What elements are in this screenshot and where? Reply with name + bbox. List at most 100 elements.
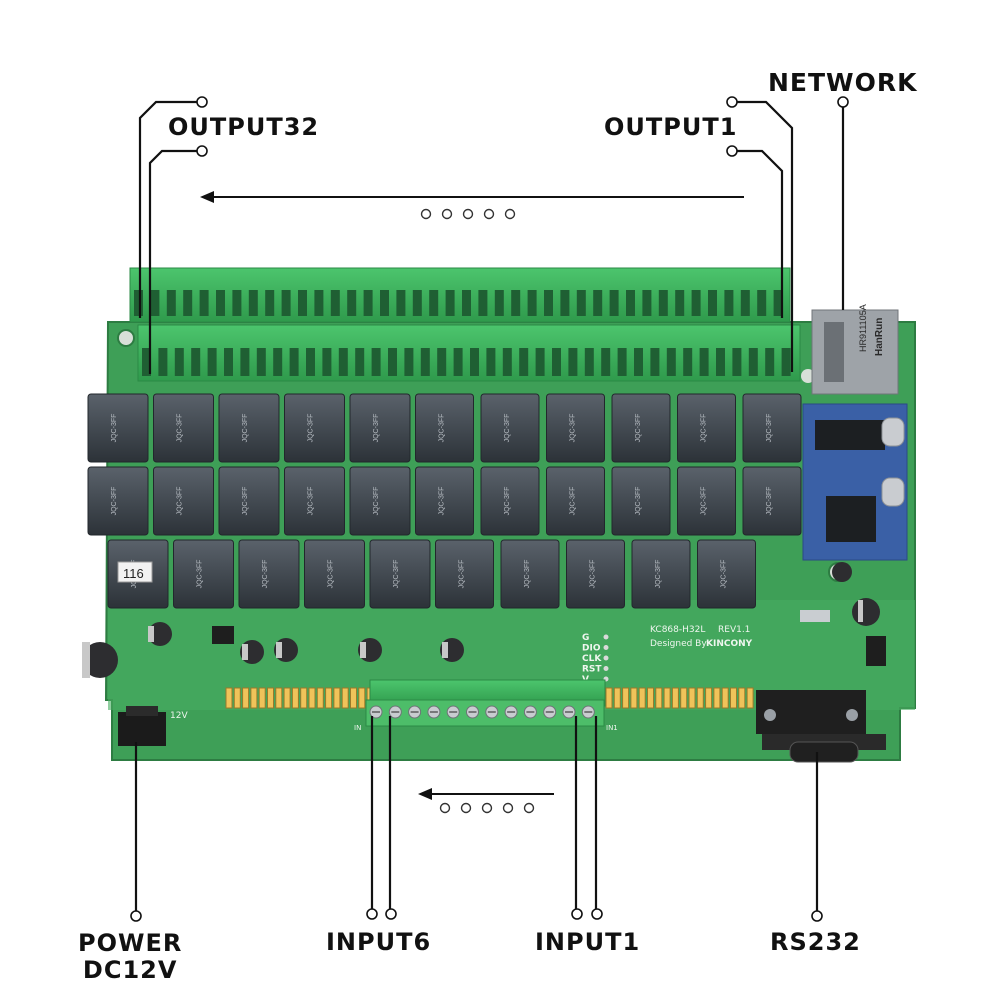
header-pin (300, 687, 308, 709)
relay (546, 393, 605, 463)
header-pin (308, 687, 316, 709)
header-pin (291, 687, 299, 709)
pin-label: DIO (582, 644, 601, 654)
relay-marking: JQC-3FF (393, 560, 400, 589)
svg-text:116: 116 (123, 566, 144, 581)
terminal-slot (142, 348, 151, 376)
header-pin (325, 687, 333, 709)
output1-label: OUTPUT1 (604, 113, 738, 141)
terminal-slot (732, 348, 742, 376)
relay-marking: JQC-3FF (242, 487, 249, 516)
relay (480, 466, 540, 536)
terminal-slot (371, 348, 381, 376)
relay-marking: JQC-3FF (439, 414, 446, 443)
terminal-slot (298, 290, 307, 316)
terminal-slot (601, 348, 611, 376)
terminal-slot (191, 348, 201, 376)
header-pin (638, 687, 646, 709)
terminal-slot (429, 290, 439, 316)
header-pin (738, 687, 746, 709)
relay-marking: JQC-3FF (570, 414, 577, 443)
header-pin (630, 687, 638, 709)
terminal-slot (256, 348, 266, 376)
terminal-slot (330, 290, 340, 316)
relay-marking: JQC-3FF (328, 560, 335, 589)
terminal-slot (224, 348, 233, 376)
relay (284, 393, 345, 463)
terminal-slot (535, 348, 545, 376)
relay-marking: JQC-3FF (459, 560, 466, 589)
header-pin (233, 687, 241, 709)
callout-lines (134, 100, 845, 912)
terminal-slot (388, 348, 397, 376)
output-direction-arrow (200, 191, 744, 203)
terminal-slot (634, 348, 643, 376)
relay (218, 393, 280, 463)
terminal-slot (576, 290, 586, 316)
pin-label: RST (582, 665, 602, 675)
header-pin (671, 687, 679, 709)
terminal-slot (363, 290, 373, 316)
relay-marking: JQC-3FF (590, 560, 597, 589)
terminal-slot (445, 290, 455, 316)
brand-label: KINCONY (706, 639, 753, 649)
header-pin (225, 687, 233, 709)
output32-label: OUTPUT32 (168, 113, 320, 141)
header-pin (341, 687, 349, 709)
rs232-connector (756, 690, 886, 763)
relay-marking: JQC-3FF (177, 487, 184, 516)
terminal-slot (740, 290, 750, 316)
chip (800, 610, 830, 622)
relay-marking: JQC-3FF (177, 414, 184, 443)
relay (742, 393, 802, 463)
relay (87, 393, 149, 463)
relay-marking: JQC-3FF (766, 414, 773, 443)
terminal-slot (478, 290, 488, 316)
header-pin (663, 687, 671, 709)
header-pin (605, 687, 613, 709)
terminal-slot (347, 290, 357, 316)
relay-marking: JQC-3FF (635, 487, 642, 516)
terminal-slot (502, 348, 512, 376)
pin-pad (603, 645, 609, 650)
header-pin (283, 687, 291, 709)
header-pin (242, 687, 250, 709)
output-terminal-block-front (137, 324, 801, 382)
relay-array: JQC-3FF JQC-3FF JQC-3FF JQC-3FF JQC-3FF JQC-3… (87, 393, 802, 609)
terminal-slot (757, 290, 767, 316)
header-pin (333, 687, 341, 709)
pin-label: CLK (582, 654, 602, 664)
relay-marking: JQC-3FF (701, 487, 708, 516)
relay (546, 466, 605, 536)
relay-marking: JQC-3FF (655, 560, 662, 589)
network-module (802, 403, 908, 561)
relay (500, 539, 560, 609)
input-ellipsis-dots (439, 802, 535, 814)
relay (480, 393, 540, 463)
power-label-line2: DC12V (82, 956, 178, 984)
voltage-mark: 12V (170, 711, 188, 721)
header-pin (680, 687, 688, 709)
relay (415, 393, 474, 463)
relay (304, 539, 365, 609)
input1-label: INPUT1 (535, 928, 641, 956)
terminal-slot (289, 348, 299, 376)
relay (677, 393, 736, 463)
relay-marking: JQC-3FF (721, 560, 728, 589)
relay-marking: JQC-3FF (111, 414, 118, 443)
relay-marking: JQC-3FF (373, 487, 380, 516)
header-pin (250, 687, 258, 709)
relay (566, 539, 625, 609)
output-terminal-block-rear (129, 267, 791, 323)
power-jack (118, 712, 166, 746)
relay (349, 466, 411, 536)
terminal-slot (765, 348, 775, 376)
mount-hole (117, 329, 135, 347)
relay-marking: JQC-3FF (504, 414, 511, 443)
relay-marking: JQC-3FF (701, 414, 708, 443)
relay (153, 466, 214, 536)
terminal-slot (462, 290, 471, 316)
terminal-slot (158, 348, 168, 376)
